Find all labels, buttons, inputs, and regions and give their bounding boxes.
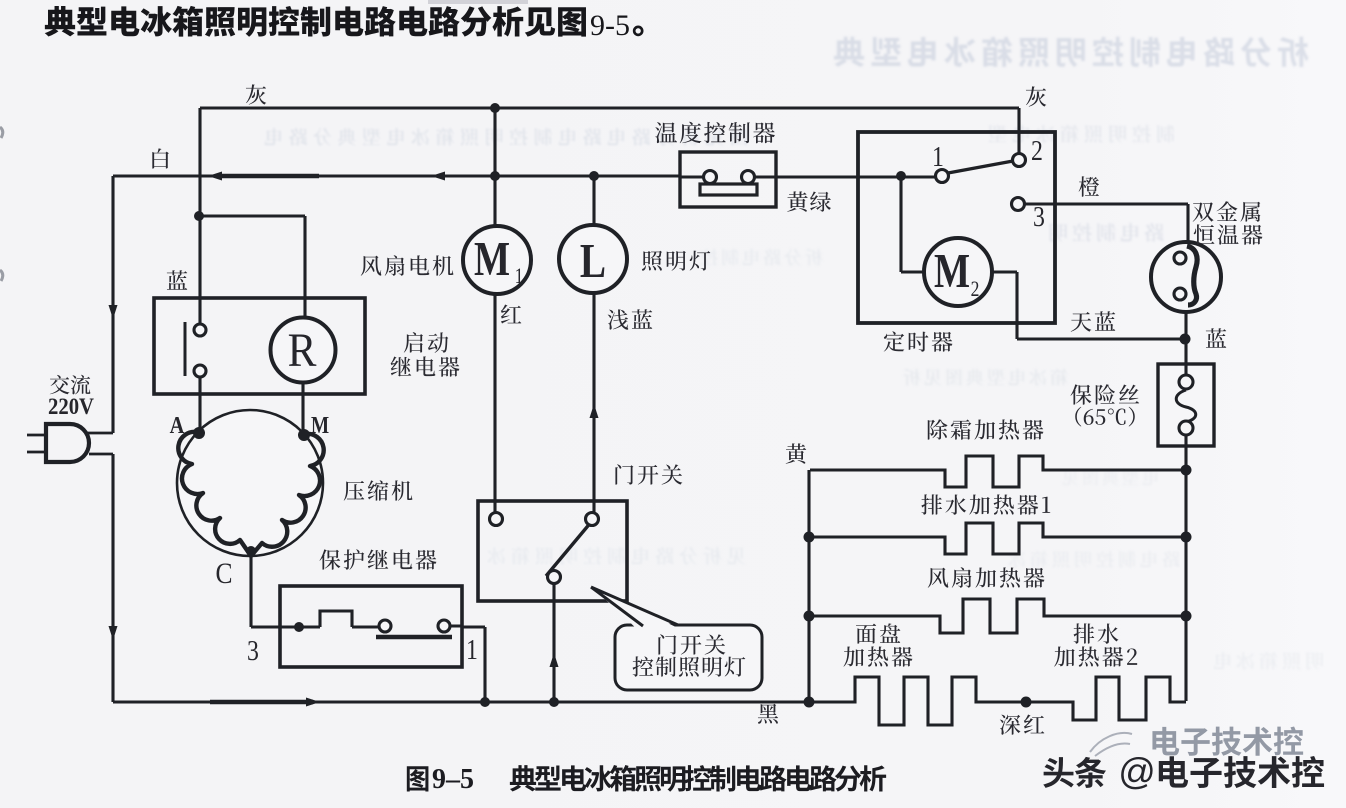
svg-text:9-5: 9-5 [590,9,630,42]
svg-text:2: 2 [971,277,980,301]
svg-text:1: 1 [466,634,478,665]
svg-text:2: 2 [1031,135,1043,166]
svg-text:A: A [170,411,185,438]
svg-text:1: 1 [932,141,944,172]
svg-text:C: C [215,557,232,590]
svg-text:@: @ [1118,751,1156,792]
svg-text:3: 3 [1033,201,1045,232]
svg-text:3: 3 [247,635,259,666]
svg-text:1: 1 [515,264,524,288]
svg-text:M: M [934,244,970,299]
svg-text:L: L [580,233,606,288]
svg-text:220V: 220V [48,394,94,419]
svg-text:R: R [288,323,317,377]
svg-text:M: M [311,412,329,439]
svg-text:9–5: 9–5 [432,764,474,795]
svg-text:M: M [474,232,510,287]
